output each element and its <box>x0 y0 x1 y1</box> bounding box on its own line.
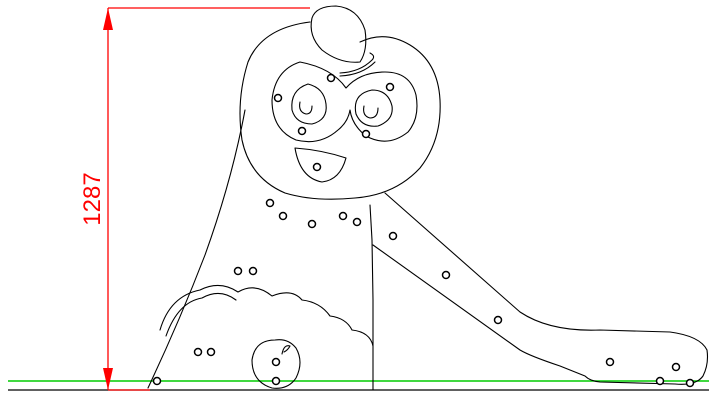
right-eye <box>354 89 393 127</box>
apple-stem-inner <box>339 61 376 77</box>
eye-mask-outline <box>271 61 418 143</box>
dimension-arrow-top <box>103 8 113 30</box>
dimension-value: 1287 <box>79 172 106 225</box>
bush-outline <box>159 284 374 347</box>
hole <box>388 231 398 241</box>
hole <box>605 357 615 367</box>
hole <box>671 362 681 372</box>
hole <box>385 82 395 92</box>
hole <box>338 211 348 221</box>
hole <box>271 376 281 386</box>
hole <box>685 378 695 388</box>
height-dimension: 1287 <box>79 7 310 391</box>
hole <box>326 73 336 83</box>
bush-outline-inner <box>165 292 237 337</box>
hole <box>271 357 281 367</box>
dimension-arrow-bottom <box>103 368 113 390</box>
hole <box>273 93 283 103</box>
right-eye-pupil <box>363 105 379 119</box>
hole <box>152 376 162 386</box>
hole <box>297 126 307 136</box>
left-eye <box>291 83 327 125</box>
hole <box>493 315 503 325</box>
body-front-edge <box>369 204 374 391</box>
hole <box>655 376 665 386</box>
hole <box>193 347 203 357</box>
hole <box>233 266 243 276</box>
left-eye-pupil <box>299 101 313 115</box>
hole <box>352 217 362 227</box>
hole <box>441 270 451 280</box>
body-side-panel <box>147 109 246 389</box>
apple-leaf <box>310 5 367 63</box>
hole <box>307 219 317 229</box>
mouth <box>294 147 347 183</box>
hole <box>206 347 216 357</box>
mount-holes <box>152 73 695 388</box>
hole <box>361 129 371 139</box>
slide-chute <box>372 192 709 385</box>
hole <box>312 162 322 172</box>
hole <box>265 198 275 208</box>
apple-head-outline <box>239 21 441 200</box>
hole <box>248 266 258 276</box>
small-apple <box>251 339 301 389</box>
hole <box>278 211 288 221</box>
small-apple-stem <box>281 345 291 355</box>
apple-stem <box>339 52 375 74</box>
